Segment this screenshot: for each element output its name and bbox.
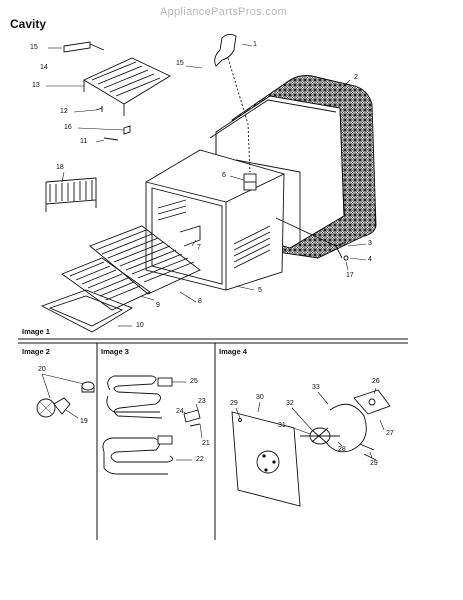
panel-label-image1: Image 1 — [22, 327, 50, 336]
callout-7: 7 — [197, 244, 201, 251]
callout-8: 8 — [198, 298, 202, 305]
callout-33: 33 — [312, 384, 320, 391]
callout-27: 27 — [386, 430, 394, 437]
callout-13: 13 — [32, 82, 40, 89]
leader-lines-image1 — [46, 43, 367, 327]
callout-5: 5 — [258, 287, 262, 294]
callout-29-lower: 29 — [370, 460, 378, 467]
watermark: AppliancePartsPros.com — [160, 6, 288, 18]
callout-2: 2 — [354, 74, 358, 81]
broil-pan-insert — [61, 257, 151, 311]
callout-25: 25 — [190, 378, 198, 385]
leader-lines-image3 — [172, 381, 203, 461]
probe-wire — [275, 217, 349, 261]
callout-26: 26 — [372, 378, 380, 385]
callout-28: 28 — [338, 446, 346, 453]
callout-17: 17 — [346, 272, 354, 279]
small-rack — [45, 177, 97, 212]
callout-23: 23 — [198, 398, 206, 405]
callout-12: 12 — [60, 108, 68, 115]
callout-20: 20 — [38, 366, 46, 373]
callout-4: 4 — [368, 256, 372, 263]
callout-15: 15 — [30, 44, 38, 51]
oven-liner — [145, 149, 285, 291]
element-bracket — [183, 409, 201, 427]
leader-lines-image4 — [235, 387, 385, 459]
callout-32: 32 — [286, 400, 294, 407]
callout-11: 11 — [80, 138, 88, 145]
callout-6: 6 — [222, 172, 226, 179]
callout-21: 21 — [202, 440, 210, 447]
callout-10: 10 — [136, 322, 144, 329]
callout-15-right: 15 — [176, 60, 184, 67]
callout-18: 18 — [56, 164, 64, 171]
callout-31: 31 — [278, 422, 286, 429]
oven-rack — [89, 225, 201, 295]
callout-30: 30 — [256, 394, 264, 401]
broil-pan — [40, 289, 134, 333]
callout-22: 22 — [196, 456, 204, 463]
sensor-tube — [214, 33, 251, 173]
callout-1: 1 — [253, 41, 257, 48]
panel-label-image3: Image 3 — [101, 347, 129, 356]
callout-14: 14 — [40, 64, 48, 71]
callout-9: 9 — [156, 302, 160, 309]
callout-24: 24 — [176, 408, 184, 415]
convection-fan — [300, 427, 340, 445]
callout-29: 29 — [230, 400, 238, 407]
broil-element — [106, 375, 173, 419]
panel-label-image2: Image 2 — [22, 347, 50, 356]
callout-3: 3 — [368, 240, 372, 247]
bake-element-inside — [179, 225, 201, 247]
rear-panel — [231, 411, 301, 507]
bake-element — [102, 435, 173, 475]
callout-19: 19 — [80, 418, 88, 425]
diagram-title: Cavity — [10, 17, 47, 31]
panel-label-image4: Image 4 — [219, 347, 247, 356]
fan-motor-bracket — [353, 389, 391, 461]
hardware-screws — [95, 106, 131, 141]
panel-dividers — [18, 338, 408, 540]
lamp-assembly — [243, 173, 257, 191]
callout-16: 16 — [64, 124, 72, 131]
light-bulb-assembly — [36, 373, 95, 419]
top-rack — [83, 57, 171, 116]
top-support-bracket — [63, 41, 105, 53]
fan-element-ring — [325, 403, 367, 453]
